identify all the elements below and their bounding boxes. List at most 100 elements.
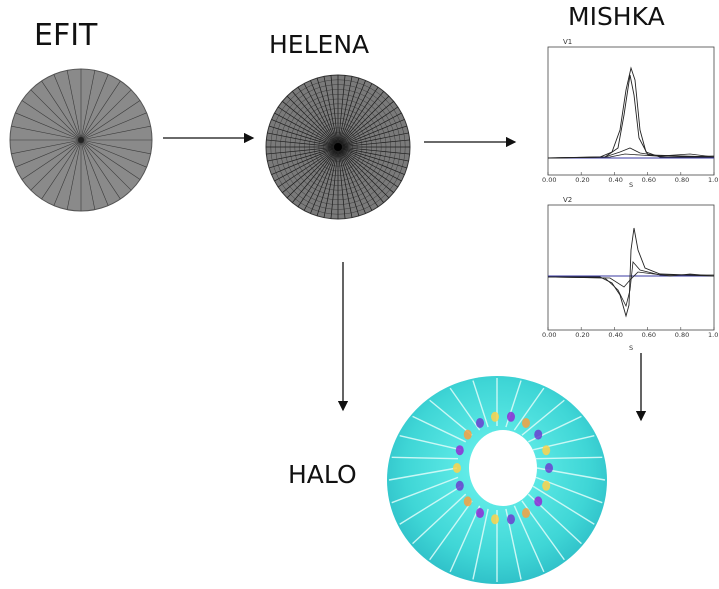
helena-spoke [267, 132, 339, 148]
helena-spoke [271, 146, 339, 175]
efit-spoke [15, 139, 82, 168]
helena-spoke [337, 146, 384, 203]
helena-spoke [316, 77, 339, 148]
torus-mode-spot [455, 445, 464, 456]
torus-ridge [513, 387, 545, 431]
efit-spoke [80, 139, 132, 191]
helena-spoke [337, 146, 402, 182]
helena-spoke [292, 146, 339, 203]
torus-mode-spot [455, 480, 464, 491]
helena-spoke [337, 146, 408, 169]
torus-mode-spot [542, 445, 551, 456]
helena-ring [309, 117, 368, 176]
helena-spoke [297, 146, 339, 208]
torus-mode-spot [534, 496, 543, 507]
helena-spoke [310, 146, 339, 214]
torus-mode-spot [476, 417, 484, 428]
efit-spoke [41, 80, 82, 141]
helena-spoke [337, 119, 405, 148]
torus-ridge [532, 485, 595, 525]
helena-spoke [337, 83, 373, 148]
efit-label: EFIT [34, 18, 98, 53]
x-tick-label: 0.80 [675, 176, 689, 184]
torus-ridge [391, 476, 459, 504]
x-tick-label: 0.80 [675, 331, 689, 339]
helena-spoke [337, 101, 394, 148]
efit-spoke [80, 100, 141, 141]
torus-mode-spot [476, 508, 484, 519]
helena-spoke [266, 146, 339, 155]
efit-spoke [66, 70, 82, 141]
torus-mode-spot [534, 429, 543, 440]
efit-spoke [80, 89, 132, 141]
torus-mode-spot [453, 463, 461, 473]
efit-spoke [30, 89, 82, 141]
helena-ring [285, 93, 392, 200]
helena-spoke [266, 139, 339, 148]
helena-spoke [286, 95, 339, 148]
helena-spoke [337, 146, 353, 218]
helena-spoke [303, 83, 339, 148]
helena-spoke [310, 80, 339, 148]
torus-ridge [472, 380, 489, 428]
efit-spoke [80, 80, 121, 141]
efit-spoke [41, 139, 82, 200]
torus-ridge [535, 456, 603, 460]
efit-spoke [66, 139, 82, 210]
helena-spoke [337, 86, 379, 148]
helena-ring [328, 137, 348, 157]
helena-ring [294, 103, 382, 191]
helena-spoke [282, 101, 339, 148]
torus-mode-spot [506, 514, 515, 525]
helena-spoke [286, 146, 339, 199]
efit-spoke [80, 139, 141, 180]
x-tick-label: 0.60 [642, 331, 656, 339]
efit-spoke [80, 139, 109, 206]
helena-ring [318, 127, 358, 167]
helena-spoke [337, 95, 390, 148]
helena-ring [333, 141, 344, 152]
helena-spoke [337, 91, 384, 148]
helena-spoke [337, 106, 399, 148]
helena-spoke [277, 106, 339, 148]
helena-spoke [337, 146, 390, 199]
efit-spoke [80, 70, 96, 141]
helena-spoke [303, 146, 339, 211]
torus-mode-spot [491, 514, 500, 525]
efit-spoke [21, 139, 82, 180]
efit-spoke [30, 139, 82, 191]
helena-spoke [337, 132, 409, 148]
helena-spoke [268, 146, 339, 169]
helena-spoke [337, 146, 405, 175]
plot-v1-xlabel: S [629, 181, 633, 189]
helena-spoke [337, 146, 394, 193]
helena-spoke [337, 146, 360, 217]
helena-spoke [274, 146, 339, 182]
helena-ring [313, 122, 363, 172]
torus-ridge [521, 399, 565, 436]
torus-ridge [513, 505, 545, 573]
torus-ridge [388, 467, 458, 481]
x-tick-label: 0.20 [575, 331, 589, 339]
helena-ring [299, 108, 377, 186]
torus-mode-spot [545, 463, 553, 473]
plot-v2-title: V2 [563, 196, 572, 204]
efit-spoke [80, 112, 147, 141]
efit-spoke [21, 100, 82, 141]
efit-spoke [80, 139, 151, 155]
efit-spoke [80, 139, 96, 210]
helena-ring [323, 132, 353, 162]
helena-spoke [337, 146, 373, 211]
torus-ridge [429, 500, 473, 561]
torus-ridge [391, 456, 459, 460]
helena-spoke [268, 125, 339, 148]
helena-spoke [337, 146, 366, 214]
efit-spoke [80, 74, 109, 141]
torus-mode-spot [491, 411, 500, 422]
x-tick-label: 0.40 [608, 331, 622, 339]
torus-ridge [412, 415, 467, 443]
efit-spoke [53, 74, 82, 141]
